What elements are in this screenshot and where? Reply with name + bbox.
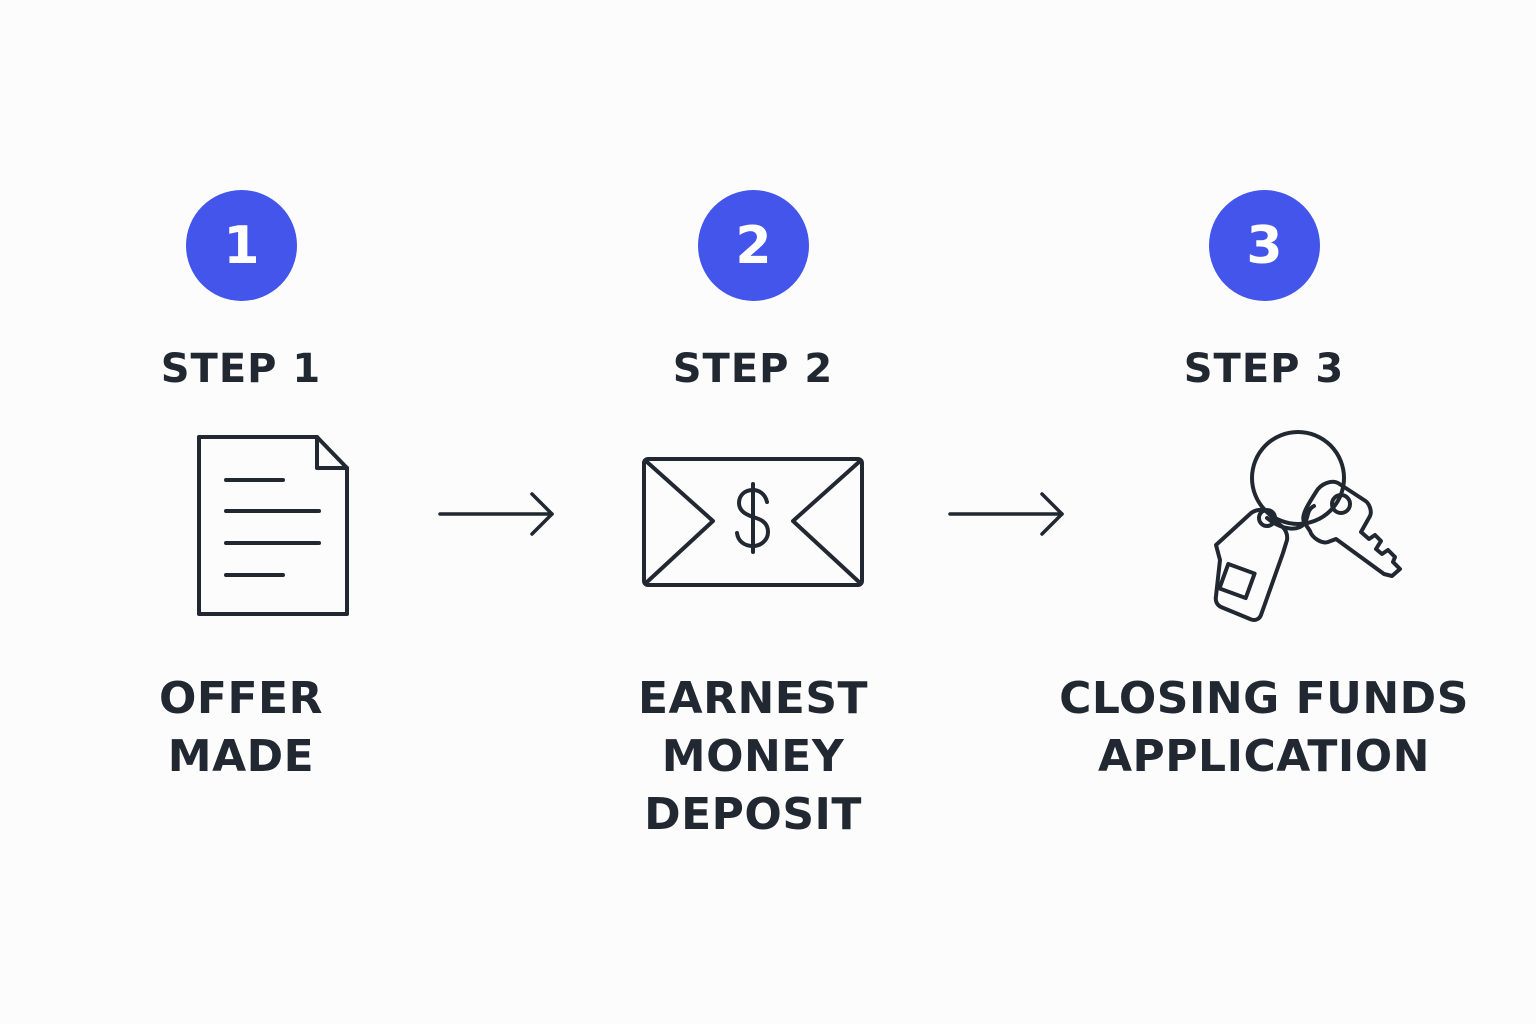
- step-1-number-badge: 1: [186, 190, 297, 301]
- step-3: 3 STEP 3 CLOSING FUNDS APPLICATION: [1054, 0, 1474, 1024]
- step-1: 1 STEP 1 OFFER MADE: [31, 0, 451, 1024]
- step-2-title-line: EARNEST: [637, 673, 869, 724]
- arrow-right-icon: [948, 492, 1064, 536]
- step-2-title-line: DEPOSIT: [644, 789, 862, 840]
- step-1-title-line: MADE: [167, 731, 315, 782]
- step-1-title: OFFER MADE: [31, 670, 451, 786]
- step-3-title-line: CLOSING FUNDS: [1059, 673, 1469, 724]
- house-keys-icon: [1213, 430, 1402, 622]
- step-2-title-line: MONEY: [661, 731, 845, 782]
- step-2-number-badge: 2: [698, 190, 809, 301]
- step-2: 2 STEP 2 EARNEST MONEY DEPOSIT: [543, 0, 963, 1024]
- step-3-title-line: APPLICATION: [1098, 731, 1430, 782]
- step-2-label: STEP 2: [672, 346, 834, 392]
- step-1-label: STEP 1: [160, 346, 322, 392]
- step-2-title: EARNEST MONEY DEPOSIT: [543, 670, 963, 844]
- money-envelope-icon: [642, 457, 864, 587]
- step-3-title: CLOSING FUNDS APPLICATION: [1054, 670, 1474, 786]
- step-1-title-line: OFFER: [159, 673, 323, 724]
- arrow-right-icon: [438, 492, 554, 536]
- step-3-label: STEP 3: [1183, 346, 1345, 392]
- step-3-number-badge: 3: [1209, 190, 1320, 301]
- document-icon: [197, 435, 349, 616]
